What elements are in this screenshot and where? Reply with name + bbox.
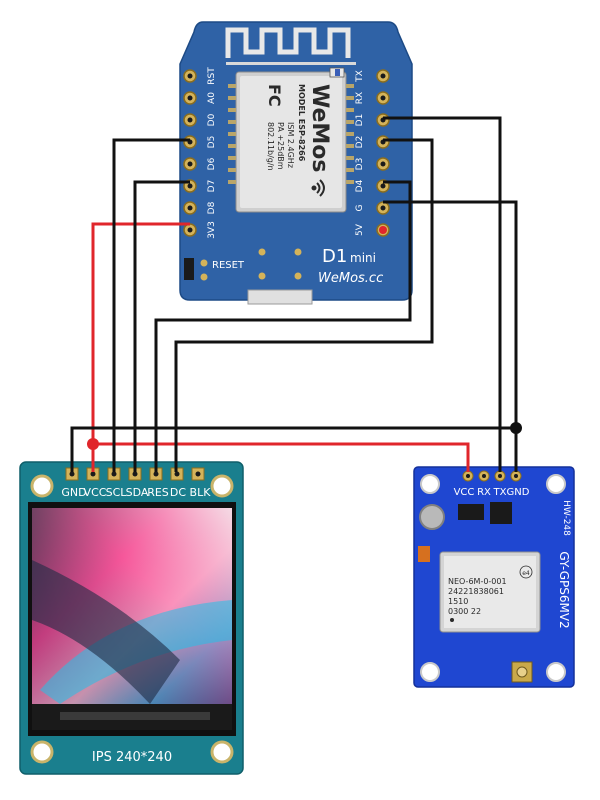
wire-sda xyxy=(133,180,190,472)
board-suffix: mini xyxy=(350,251,376,265)
wire-vcc-gps xyxy=(93,442,470,472)
tft-display-module: GND VCC SCL SDA RES DC BLK IPS 240*240 xyxy=(19,461,244,775)
tft-bottom-label: IPS 240*240 xyxy=(92,750,172,765)
wire-gnd xyxy=(383,200,518,472)
pin-label-d4: D4 xyxy=(355,179,365,192)
module-ism: ISM 2.4GHz xyxy=(286,122,295,168)
tft-pin-blk: BLK xyxy=(190,486,212,499)
wire-vcc xyxy=(91,222,190,472)
wifi-icon xyxy=(311,179,325,197)
pin-label-d1: D1 xyxy=(355,114,365,127)
tft-pin-dc: DC xyxy=(170,486,186,499)
usb-port xyxy=(247,289,313,305)
module-logo: WeMos xyxy=(307,84,332,173)
tft-pin-res: RES xyxy=(147,486,169,499)
gps-pin-vcc: VCC xyxy=(454,487,475,498)
module-pa: PA +25dBm xyxy=(276,122,285,170)
pin-label-g: G xyxy=(355,204,365,211)
pin-label-d0: D0 xyxy=(207,113,217,126)
module-wifi: 802.11b/g/n xyxy=(266,122,275,171)
tft-pin-gnd: GND xyxy=(61,486,86,499)
pin-label-d3: D3 xyxy=(355,158,365,171)
tft-pin-vcc: VCC xyxy=(84,486,107,499)
gps-model-label: HW-248 xyxy=(561,500,571,536)
backup-battery xyxy=(419,504,445,530)
pin-label-3v3: 3V3 xyxy=(207,221,217,239)
module-model: MODEL ESP-8266 xyxy=(297,84,306,162)
board-url: WeMos.cc xyxy=(318,271,383,286)
wire-gnd-tft xyxy=(70,426,516,472)
gps-pin-gnd: GND xyxy=(507,487,530,498)
d1-mini-board: WeMos MODEL ESP-8266 ISM 2.4GHz PA +25dB… xyxy=(179,21,413,305)
gps-side-label: GY-GPS6MV2 xyxy=(557,551,571,628)
wire-res xyxy=(154,180,412,472)
pin-label-d8: D8 xyxy=(207,201,217,214)
pin-label-rst: RST xyxy=(207,67,217,85)
fcc-mark: FC xyxy=(265,84,284,107)
tft-pin-sda: SDA xyxy=(126,486,149,499)
gps-pin-tx: TX xyxy=(493,487,507,498)
pin-label-d2: D2 xyxy=(355,136,365,149)
reset-label: RESET xyxy=(212,260,245,271)
pin-label-d5: D5 xyxy=(207,136,217,149)
pin-label-d7: D7 xyxy=(207,180,217,193)
d1-left-header: RST A0 D0 D5 D6 D7 D8 3V3 xyxy=(183,67,217,239)
pin-label-d6: D6 xyxy=(207,157,217,170)
pin-label-rx: RX xyxy=(355,92,365,104)
chip-line-3: 1510 xyxy=(448,597,468,606)
chip-line-2: 24221838061 xyxy=(448,587,504,596)
tft-pin-scl: SCL xyxy=(106,486,128,499)
chip-line-4: 0300 22 xyxy=(448,607,481,616)
pin-label-a0: A0 xyxy=(207,92,217,104)
wire-gps-tx xyxy=(383,116,502,472)
reset-button xyxy=(184,258,194,280)
wires xyxy=(70,116,522,472)
board-name: D1 xyxy=(322,246,347,267)
chip-mark: e4 xyxy=(522,570,530,577)
gps-module: VCC RX TX GND NEO-6M-0-001 24221838061 1… xyxy=(413,466,575,688)
wire-scl xyxy=(112,138,190,472)
pin-label-5v: 5V xyxy=(355,223,365,236)
pin-label-tx: TX xyxy=(355,70,365,83)
gps-pin-rx: RX xyxy=(477,487,491,498)
chip-line-1: NEO-6M-0-001 xyxy=(448,577,507,586)
wire-dc xyxy=(174,138,434,472)
